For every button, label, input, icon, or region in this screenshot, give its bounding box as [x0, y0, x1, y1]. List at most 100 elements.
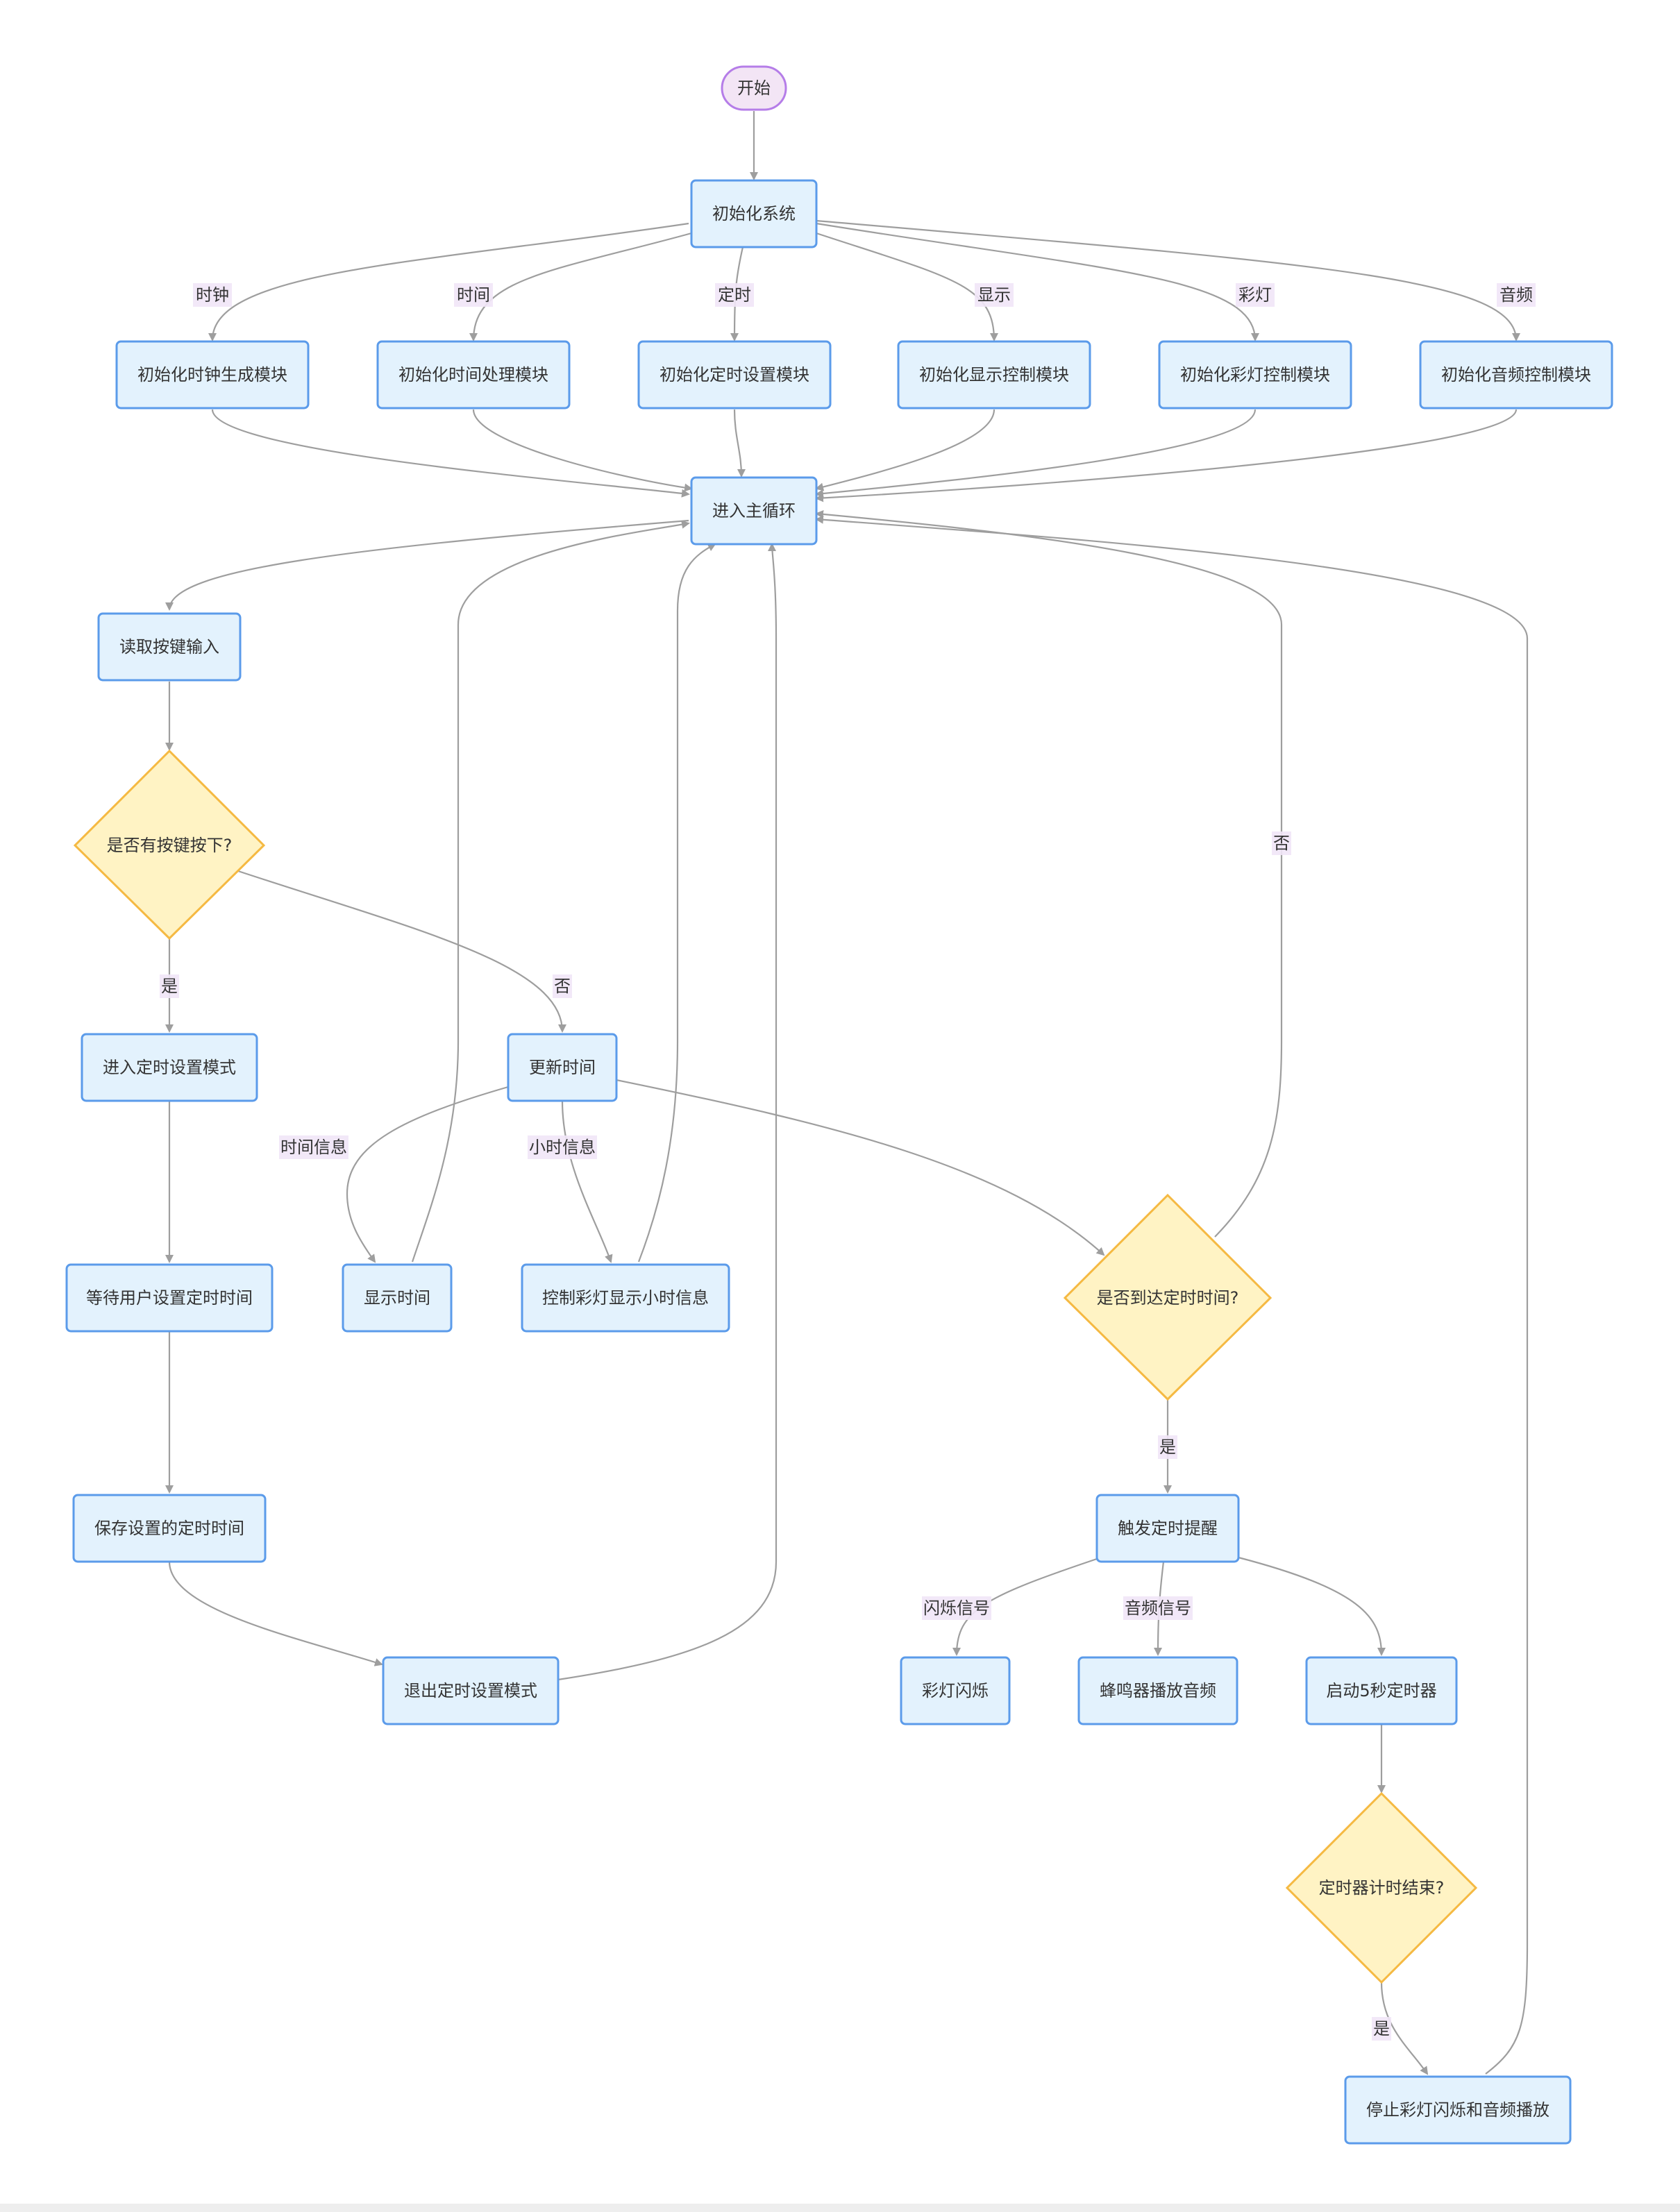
edge-label-timer: 定时 — [715, 283, 754, 307]
node-init-clock: 初始化时钟生成模块 — [115, 340, 310, 410]
edge-label-yes-end-text: 是 — [1373, 2019, 1390, 2038]
node-led-flash: 彩灯闪烁 — [900, 1656, 1011, 1725]
node-init-timer-set-label: 初始化定时设置模块 — [660, 365, 809, 385]
edge-label-yes-key-text: 是 — [161, 977, 178, 996]
node-init-system: 初始化系统 — [690, 179, 818, 248]
node-init-display-label: 初始化显示控制模块 — [919, 365, 1069, 385]
node-init-led: 初始化彩灯控制模块 — [1158, 340, 1352, 410]
edge-label-hour-info: 小时信息 — [528, 1135, 597, 1159]
edge-update-reach — [616, 1079, 1105, 1256]
edge-label-time-info-text: 时间信息 — [280, 1138, 347, 1157]
edge-label-display-text: 显示 — [977, 285, 1011, 305]
edge-label-display: 显示 — [975, 283, 1014, 307]
edge-label-led: 彩灯 — [1236, 283, 1275, 307]
node-led-hour: 控制彩灯显示小时信息 — [521, 1263, 730, 1333]
edge-label-clock: 时钟 — [193, 283, 232, 307]
node-update-time-label: 更新时间 — [529, 1058, 596, 1077]
edge-label-audio-signal: 音频信号 — [1123, 1596, 1193, 1620]
edge-timerset-main — [733, 409, 746, 478]
edge-display-main — [815, 409, 996, 491]
edge-label-no-reach: 否 — [1272, 831, 1291, 855]
edge-main-readkey — [165, 519, 689, 611]
node-read-key: 读取按键输入 — [97, 612, 242, 682]
edge-init-clock — [208, 222, 689, 341]
edge-label-led-text: 彩灯 — [1238, 285, 1272, 305]
node-key-pressed: 是否有按键按下? — [73, 749, 266, 940]
node-buzzer: 蜂鸣器播放音频 — [1077, 1656, 1238, 1725]
edge-label-flash-signal: 闪烁信号 — [922, 1596, 991, 1620]
node-timer-end: 定时器计时结束? — [1285, 1791, 1478, 1984]
edge-label-hour-info-text: 小时信息 — [529, 1138, 596, 1157]
node-show-time-label: 显示时间 — [364, 1288, 430, 1308]
node-start-5s-label: 启动5秒定时器 — [1326, 1681, 1436, 1700]
node-init-clock-label: 初始化时钟生成模块 — [137, 365, 287, 385]
edge-label-time-text: 时间 — [457, 285, 490, 305]
edge-label-no-key-text: 否 — [554, 977, 571, 996]
edge-ledhour-main — [637, 543, 716, 1263]
node-init-audio-label: 初始化音频控制模块 — [1441, 365, 1591, 385]
edge-update-show — [346, 1086, 509, 1263]
node-init-display: 初始化显示控制模块 — [897, 340, 1091, 410]
edge-clock-main — [211, 409, 690, 498]
bottom-divider — [0, 2204, 1680, 2212]
edge-decision-no — [235, 869, 566, 1033]
node-timer-end-label: 定时器计时结束? — [1319, 1878, 1445, 1898]
node-stop-all-label: 停止彩灯闪烁和音频播放 — [1366, 2100, 1549, 2120]
node-main-loop: 进入主循环 — [690, 476, 818, 546]
edge-trigger-5s — [1238, 1556, 1386, 1656]
edge-label-yes-end: 是 — [1372, 2017, 1391, 2041]
node-start: 开始 — [721, 65, 787, 111]
edge-exit-main — [557, 543, 778, 1681]
node-show-time: 显示时间 — [342, 1263, 453, 1333]
node-buzzer-label: 蜂鸣器播放音频 — [1100, 1681, 1216, 1700]
nodes: 开始 初始化系统 初始化时钟生成模块 初始化时间处理模块 初始化定时设置模块 初… — [65, 65, 1613, 2145]
edge-label-audio-signal-text: 音频信号 — [1125, 1598, 1191, 1618]
node-init-timer-set: 初始化定时设置模块 — [637, 340, 832, 410]
edge-init-time — [469, 232, 692, 341]
edge-led-main — [815, 409, 1257, 498]
edges — [165, 111, 1529, 2075]
edge-label-no-reach-text: 否 — [1273, 834, 1290, 853]
node-init-time: 初始化时间处理模块 — [376, 340, 571, 410]
node-save-timer: 保存设置的定时时间 — [72, 1494, 267, 1563]
edge-label-no-key: 否 — [553, 974, 572, 998]
node-wait-user: 等待用户设置定时时间 — [65, 1263, 274, 1333]
node-exit-timer-mode: 退出定时设置模式 — [382, 1656, 560, 1725]
node-init-led-label: 初始化彩灯控制模块 — [1180, 365, 1330, 385]
node-wait-user-label: 等待用户设置定时时间 — [86, 1288, 253, 1308]
edge-audio-main — [815, 409, 1518, 503]
edge-init-led — [816, 222, 1259, 341]
node-trigger-alarm: 触发定时提醒 — [1095, 1494, 1240, 1563]
edge-labels: 时钟 时间 定时 显示 彩灯 音频 是 否 — [160, 283, 1536, 2041]
node-save-timer-label: 保存设置的定时时间 — [94, 1519, 244, 1538]
edge-label-yes-key: 是 — [160, 974, 179, 998]
node-stop-all: 停止彩灯闪烁和音频播放 — [1344, 2075, 1572, 2145]
edge-update-ledhour — [561, 1100, 613, 1263]
edge-label-time-info: 时间信息 — [279, 1135, 348, 1159]
node-read-key-label: 读取按键输入 — [119, 637, 219, 657]
edge-label-flash-signal-text: 闪烁信号 — [923, 1598, 990, 1618]
node-key-pressed-label: 是否有按键按下? — [107, 836, 233, 855]
edge-label-timer-text: 定时 — [718, 285, 751, 305]
edge-time-main — [472, 409, 693, 492]
node-update-time: 更新时间 — [507, 1033, 618, 1102]
node-enter-timer-mode: 进入定时设置模式 — [81, 1033, 258, 1102]
edge-label-audio-text: 音频 — [1500, 285, 1533, 305]
node-led-flash-label: 彩灯闪烁 — [922, 1681, 989, 1700]
node-led-hour-label: 控制彩灯显示小时信息 — [542, 1288, 709, 1308]
edge-init-audio — [816, 219, 1520, 341]
node-start-label: 开始 — [737, 78, 771, 98]
edge-label-yes-reach-text: 是 — [1159, 1437, 1176, 1457]
node-reach-timer-label: 是否到达定时时间? — [1097, 1288, 1239, 1308]
edge-stop-main — [815, 515, 1529, 2075]
edge-label-clock-text: 时钟 — [196, 285, 229, 305]
node-exit-timer-mode-label: 退出定时设置模式 — [404, 1681, 537, 1700]
edge-timerend-yes — [1380, 1982, 1429, 2075]
edge-label-audio: 音频 — [1497, 283, 1536, 307]
edge-save-exit — [168, 1561, 383, 1666]
edge-label-yes-reach: 是 — [1158, 1435, 1177, 1459]
node-reach-timer: 是否到达定时时间? — [1063, 1193, 1272, 1401]
node-trigger-alarm-label: 触发定时提醒 — [1118, 1519, 1218, 1538]
edge-init-display — [816, 232, 998, 341]
